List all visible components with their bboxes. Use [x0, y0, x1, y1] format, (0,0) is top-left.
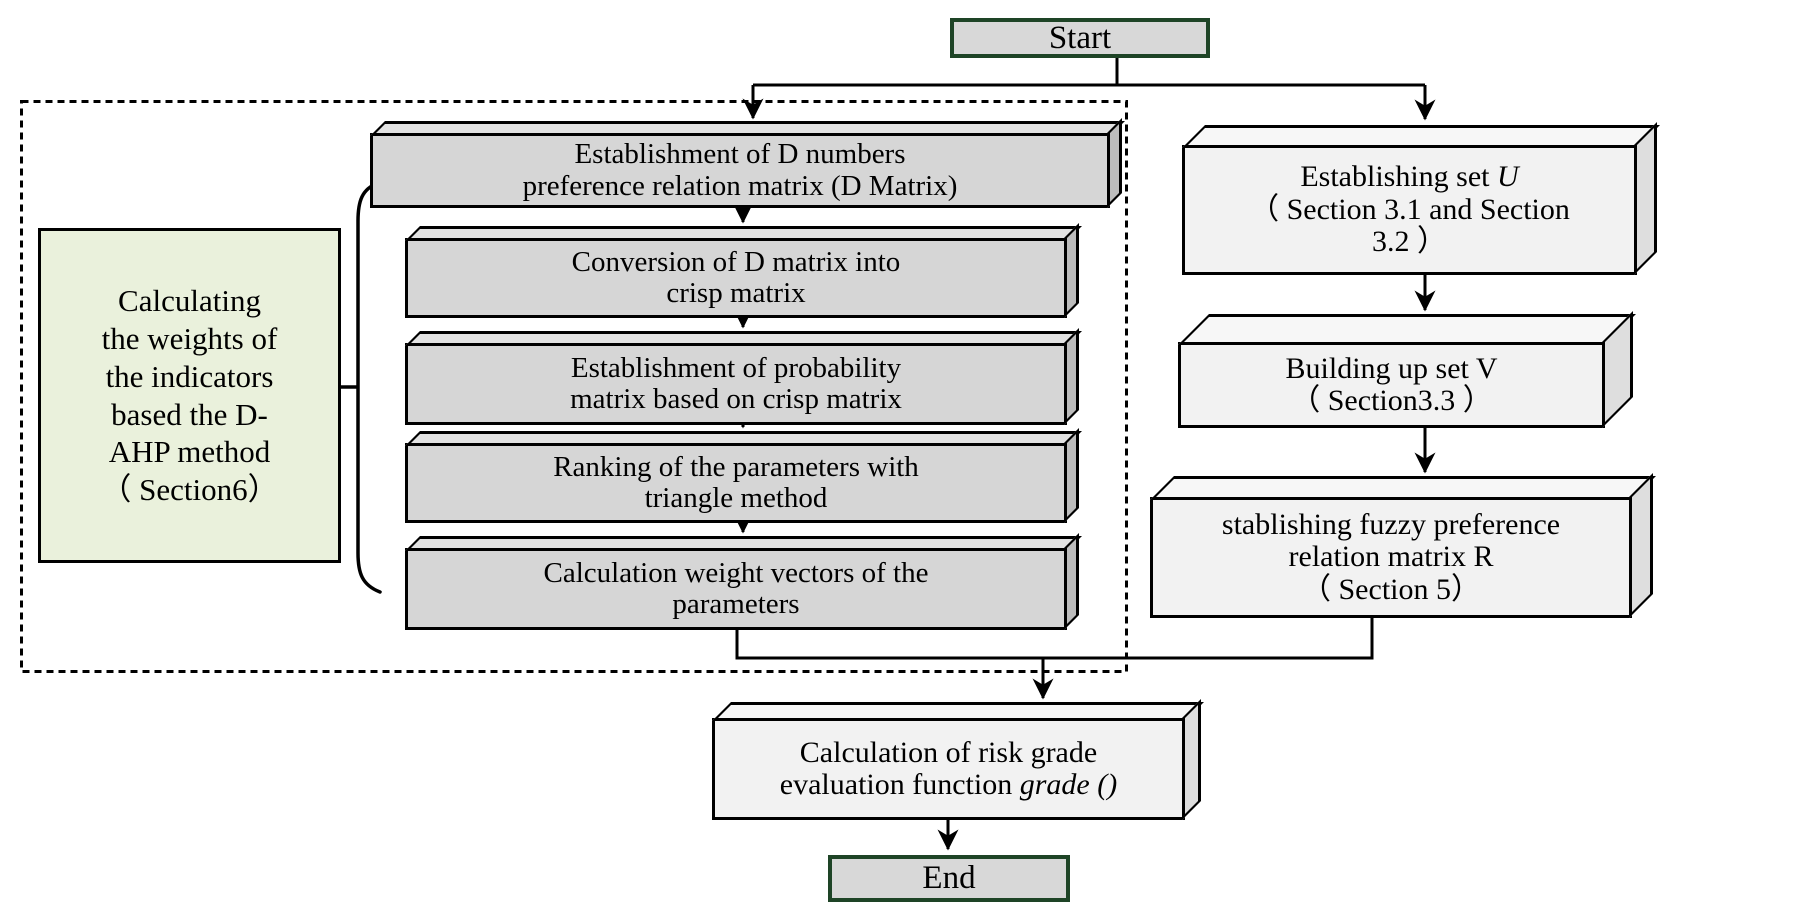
step-text: stablishing fuzzy preference: [1221, 507, 1561, 541]
merge-line: [735, 618, 1374, 660]
step-text: matrix based on crisp matrix: [570, 383, 902, 415]
step-text: （ Section3.3 ）: [1290, 384, 1493, 417]
step-text: Calculation of risk grade: [799, 735, 1098, 769]
step-text: triangle method: [644, 482, 828, 514]
node-fuzzy-matrix-r: stablishing fuzzy preference relation ma…: [1150, 497, 1632, 618]
dahp-group-outline: [20, 100, 1128, 673]
group-label-line: the weights of: [101, 320, 278, 356]
node-build-set-v: Building up set V （ Section3.3 ）: [1178, 342, 1605, 428]
node-establish-set-u: Establishing set U （ Section 3.1 and Sec…: [1182, 145, 1637, 275]
group-label-line: Calculating: [118, 283, 261, 319]
step-text: Ranking of the parameters with: [553, 450, 919, 483]
step-text: （ Section 3.1 and Section: [1249, 192, 1570, 226]
step-text: preference relation matrix (D Matrix): [522, 169, 958, 202]
set-u-symbol: U: [1496, 160, 1519, 194]
step-text: Building up set V: [1285, 351, 1498, 385]
grade-function-symbol: grade (): [1019, 768, 1118, 801]
step-text: Calculation weight vectors of the: [543, 556, 929, 589]
group-label-line: AHP method: [108, 434, 271, 470]
step-text: 3.2 ）: [1372, 225, 1447, 259]
start-label: Start: [1048, 19, 1112, 56]
node-grade-function: Calculation of risk grade evaluation fun…: [712, 718, 1185, 820]
group-label-line: the indicators: [105, 358, 274, 394]
step-text: evaluation function grade (): [779, 768, 1118, 801]
step-text: Establishment of D numbers: [574, 138, 906, 171]
step-text: relation matrix R: [1288, 540, 1494, 574]
step-text: （ Section 5）: [1301, 572, 1481, 606]
step-text: Establishing set U: [1300, 160, 1519, 194]
step-text: parameters: [672, 588, 800, 620]
node-step-probability-matrix: Establishment of probability matrix base…: [405, 343, 1067, 425]
node-step-weight-vectors: Calculation weight vectors of the parame…: [405, 548, 1067, 630]
node-dahp-group-label: Calculating the weights of the indicator…: [38, 228, 341, 563]
step-text: Establishment of probability: [570, 351, 902, 384]
node-step-d-matrix: Establishment of D numbers preference re…: [370, 133, 1110, 208]
group-label-line: based the D-: [111, 396, 268, 432]
end-label: End: [922, 860, 976, 896]
node-end: End: [828, 855, 1070, 902]
step-text: Conversion of D matrix into: [571, 245, 901, 278]
group-label-line: （ Section6）: [100, 472, 279, 508]
brace-curve: [356, 181, 382, 594]
node-step-ranking-triangle: Ranking of the parameters with triangle …: [405, 443, 1067, 523]
node-step-crisp-matrix: Conversion of D matrix into crisp matrix: [405, 238, 1067, 318]
step-text: crisp matrix: [666, 277, 806, 309]
node-start: Start: [950, 18, 1210, 58]
